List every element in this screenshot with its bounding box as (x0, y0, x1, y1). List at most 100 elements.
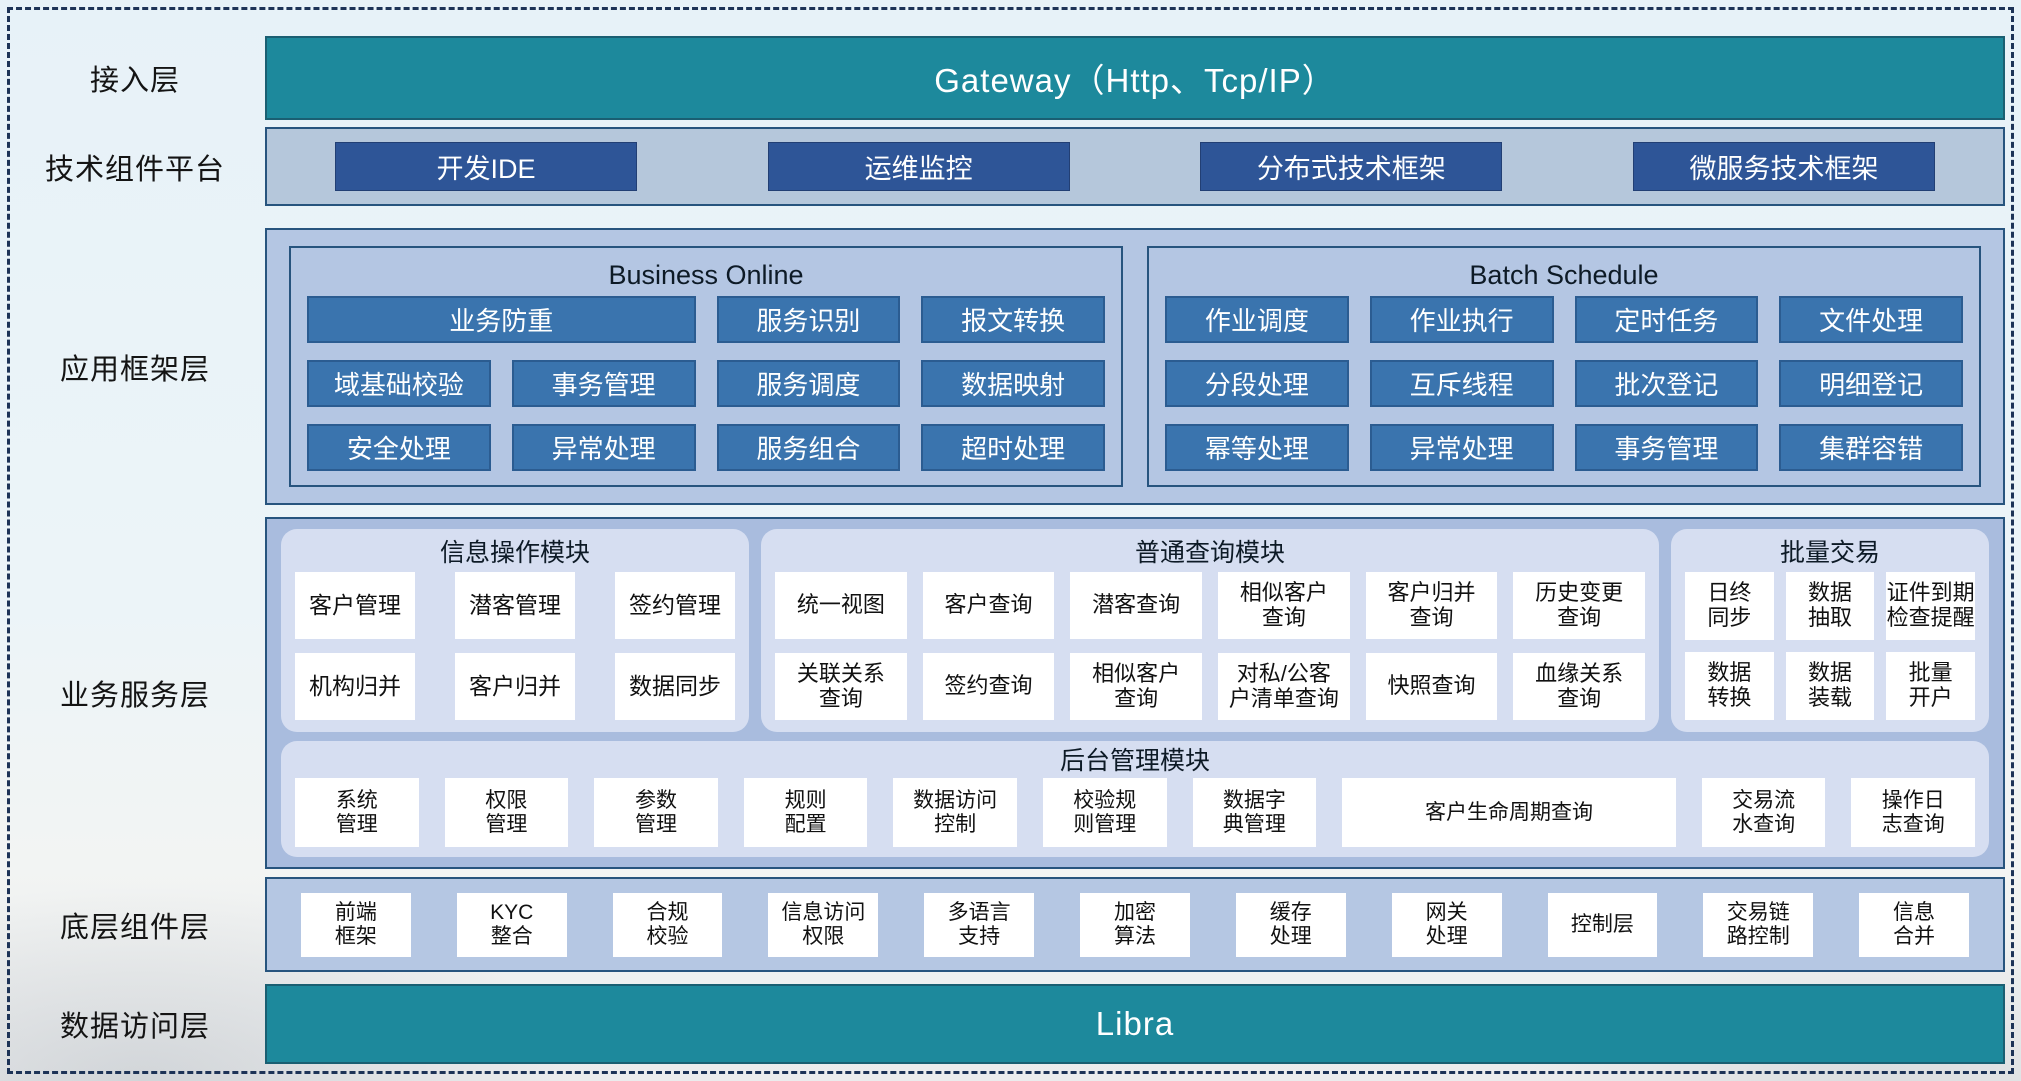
module-info-operations: 信息操作模块 客户管理 潜客管理 签约管理 机构归并 客户归并 数据同步 (281, 529, 749, 732)
card: 数据 装载 (1785, 652, 1875, 720)
module-cards: 系统 管理 权限 管理 参数 管理 规则 配置 数据访问 控制 校验规 则管理 … (295, 778, 1976, 847)
card: 潜客管理 (455, 572, 575, 639)
module-general-query: 普通查询模块 统一视图 客户查询 潜客查询 相似客户 查询 客户归并 查询 历史… (761, 529, 1659, 732)
card: 批量 开户 (1886, 652, 1975, 720)
card: KYC 整合 (456, 892, 567, 957)
block: 服务调度 (716, 360, 901, 407)
group-business-online: Business Online 业务防重 服务识别 报文转换 域基础校验 事务管… (289, 246, 1123, 487)
module-cards: 日终 同步 数据 抽取 证件到期 检查提醒 数据 转换 数据 装载 批量 开户 (1685, 572, 1975, 720)
card: 数据字 典管理 (1192, 778, 1317, 847)
card: 日终 同步 (1685, 572, 1774, 640)
block: 作业调度 (1165, 296, 1349, 343)
block: 文件处理 (1779, 296, 1963, 343)
card: 信息 合并 (1859, 892, 1969, 957)
card: 加密 算法 (1080, 892, 1190, 957)
card: 操作日 志查询 (1851, 778, 1976, 847)
card: 数据访问 控制 (893, 778, 1017, 847)
card: 校验规 则管理 (1042, 778, 1167, 847)
business-service-panel: 信息操作模块 客户管理 潜客管理 签约管理 机构归并 客户归并 数据同步 普通查… (265, 517, 2005, 869)
card: 对私/公客 户清单查询 (1218, 653, 1350, 720)
card: 历史变更 查询 (1513, 572, 1645, 639)
module-title: 普通查询模块 (1134, 539, 1285, 567)
card: 统一视图 (775, 572, 907, 639)
card: 血缘关系 查询 (1513, 653, 1645, 720)
card: 数据 转换 (1685, 652, 1774, 720)
group-title: Batch Schedule (1469, 260, 1659, 290)
block: 服务组合 (716, 424, 901, 471)
card: 关联关系 查询 (775, 653, 907, 720)
card: 参数 管理 (594, 778, 718, 847)
card: 多语言 支持 (924, 892, 1035, 957)
card: 签约管理 (615, 572, 735, 639)
module-title: 后台管理模块 (1059, 747, 1210, 775)
layer-label-base-components: 底层组件层 (59, 911, 210, 944)
card: 权限 管理 (444, 778, 569, 847)
card: 相似客户 查询 (1218, 572, 1350, 639)
card: 证件到期 检查提醒 (1886, 572, 1975, 640)
module-cards: 统一视图 客户查询 潜客查询 相似客户 查询 客户归并 查询 历史变更 查询 关… (775, 572, 1645, 720)
tech-platform-panel: 开发IDE 运维监控 分布式技术框架 微服务技术框架 (265, 127, 2005, 206)
card: 客户归并 (455, 653, 575, 720)
block: 数据映射 (921, 360, 1105, 407)
card: 网关 处理 (1391, 892, 1502, 957)
layer-label-business-service: 业务服务层 (59, 680, 210, 712)
block: 互斥线程 (1369, 360, 1554, 407)
card: 客户归并 查询 (1365, 572, 1498, 639)
module-batch-transactions: 批量交易 日终 同步 数据 抽取 证件到期 检查提醒 数据 转换 数据 装载 批… (1671, 529, 1989, 732)
module-title: 批量交易 (1779, 539, 1880, 567)
card: 潜客查询 (1070, 572, 1202, 639)
card: 信息访问 权限 (768, 892, 879, 957)
libra-bar: Libra (265, 984, 2005, 1064)
block: 服务识别 (716, 296, 901, 343)
module-admin-management: 后台管理模块 系统 管理 权限 管理 参数 管理 规则 配置 数据访问 控制 校… (281, 741, 1989, 857)
block: 批次登记 (1574, 360, 1759, 407)
app-framework-panel: Business Online 业务防重 服务识别 报文转换 域基础校验 事务管… (265, 228, 2005, 505)
block: 域基础校验 (307, 360, 491, 407)
group-grid: 作业调度 作业执行 定时任务 文件处理 分段处理 互斥线程 批次登记 明细登记 … (1165, 296, 1963, 471)
module-cards: 客户管理 潜客管理 签约管理 机构归并 客户归并 数据同步 (295, 572, 735, 720)
card: 客户管理 (295, 572, 415, 639)
group-title: Business Online (608, 260, 804, 290)
block: 分段处理 (1165, 360, 1349, 407)
card: 客户生命周期查询 (1342, 778, 1676, 847)
group-grid: 业务防重 服务识别 报文转换 域基础校验 事务管理 服务调度 数据映射 安全处理… (307, 296, 1105, 471)
module-row: 信息操作模块 客户管理 潜客管理 签约管理 机构归并 客户归并 数据同步 普通查… (281, 529, 1989, 732)
block: 超时处理 (921, 424, 1105, 471)
layer-label-data-access: 数据访问层 (59, 1011, 210, 1043)
block: 定时任务 (1574, 296, 1759, 343)
card: 前端 框架 (301, 892, 411, 957)
card: 交易流 水查询 (1701, 778, 1826, 847)
block: 报文转换 (921, 296, 1105, 343)
block: 安全处理 (307, 424, 491, 471)
base-components-panel: 前端 框架 KYC 整合 合规 校验 信息访问 权限 多语言 支持 加密 算法 … (265, 877, 2005, 972)
group-batch-schedule: Batch Schedule 作业调度 作业执行 定时任务 文件处理 分段处理 … (1147, 246, 1981, 487)
gateway-bar: Gateway（Http、Tcp/IP） (265, 36, 2005, 120)
card: 交易链 路控制 (1703, 892, 1814, 957)
block: 明细登记 (1779, 360, 1963, 407)
card: 合规 校验 (612, 892, 723, 957)
layer-label-access: 接入层 (89, 65, 180, 97)
block: 作业执行 (1369, 296, 1554, 343)
module-title: 信息操作模块 (439, 539, 590, 567)
tech-block-distributed-fw: 分布式技术框架 (1200, 142, 1503, 191)
card: 快照查询 (1365, 653, 1498, 720)
tech-block-ops-monitor: 运维监控 (767, 142, 1070, 191)
card: 数据同步 (615, 653, 735, 720)
block: 异常处理 (511, 424, 696, 471)
card: 数据 抽取 (1785, 572, 1875, 640)
card: 规则 配置 (743, 778, 868, 847)
layer-label-app-framework: 应用框架层 (59, 353, 210, 386)
block: 幂等处理 (1165, 424, 1349, 471)
block: 集群容错 (1779, 424, 1963, 471)
tech-block-microservice-fw: 微服务技术框架 (1632, 142, 1935, 191)
block: 业务防重 (307, 296, 696, 343)
card: 机构归并 (295, 653, 415, 720)
block: 异常处理 (1369, 424, 1554, 471)
block: 事务管理 (1574, 424, 1759, 471)
card: 缓存 处理 (1235, 892, 1346, 957)
block: 事务管理 (511, 360, 696, 407)
card: 控制层 (1547, 892, 1658, 957)
tech-block-dev-ide: 开发IDE (335, 142, 637, 191)
card: 签约查询 (922, 653, 1055, 720)
